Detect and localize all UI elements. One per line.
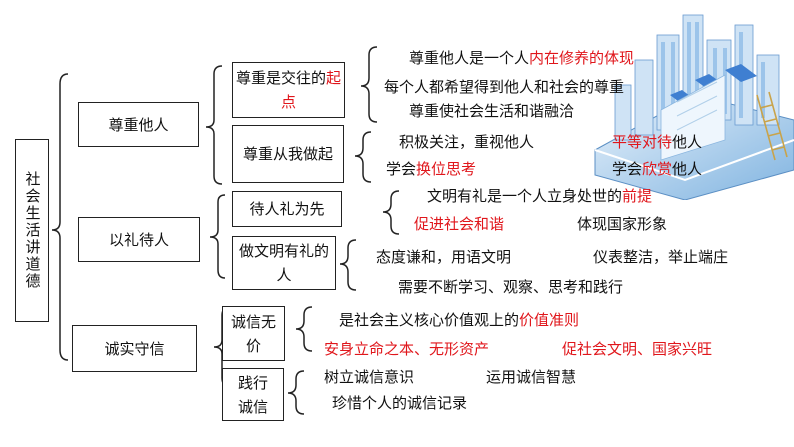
leaf-line: 促社会文明、国家兴旺 xyxy=(562,340,713,358)
node-honesty-priceless: 诚信无价 xyxy=(222,306,285,361)
leaf-line: 态度谦和，用语文明 xyxy=(376,248,512,266)
leaf-line: 需要不断学习、观察、思考和践行 xyxy=(398,278,624,296)
leaf-line: 尊重使社会生活和谐融洽 xyxy=(409,102,575,120)
leaf-line: 安身立命之本、无形资产 xyxy=(324,340,490,358)
leaf-line: 尊重他人是一个人内在修养的体现 xyxy=(409,49,635,67)
leaf-line: 积极关注，重视他人 xyxy=(399,133,535,151)
node-be-civil: 做文明有礼的人 xyxy=(232,236,336,290)
section-courtesy: 以礼待人 xyxy=(78,217,200,262)
node-courtesy-first: 待人礼为先 xyxy=(232,191,342,227)
section-respect-others: 尊重他人 xyxy=(78,102,199,147)
leaf-line: 是社会主义核心价值观上的价值准则 xyxy=(339,311,580,329)
leaf-line: 运用诚信智慧 xyxy=(486,368,577,386)
leaf-line: 平等对待他人 xyxy=(612,133,703,151)
root-node: 社会生活讲道德 xyxy=(15,139,49,322)
leaf-line: 学会欣赏他人 xyxy=(612,160,703,178)
section-honesty: 诚实守信 xyxy=(72,325,197,372)
leaf-line: 学会换位思考 xyxy=(386,160,477,178)
node-label-emphasis: 起点 xyxy=(280,69,342,111)
node-practice-honesty: 践行诚信 xyxy=(222,368,284,421)
leaf-line: 仪表整洁，举止端庄 xyxy=(593,248,729,266)
node-respect-starting-point: 尊重是交往的起点 xyxy=(232,62,345,118)
leaf-line: 文明有礼是一个人立身处世的前提 xyxy=(427,187,653,205)
city-book-illustration xyxy=(594,14,794,200)
leaf-line: 促进社会和谐 xyxy=(414,215,505,233)
node-label: 尊重是交往的 xyxy=(235,69,326,87)
leaf-line: 树立诚信意识 xyxy=(324,368,415,386)
node-respect-from-me: 尊重从我做起 xyxy=(232,125,344,183)
leaf-line: 每个人都希望得到他人和社会的尊重 xyxy=(384,78,625,96)
leaf-line: 体现国家形象 xyxy=(577,215,668,233)
leaf-line: 珍惜个人的诚信记录 xyxy=(332,394,468,412)
